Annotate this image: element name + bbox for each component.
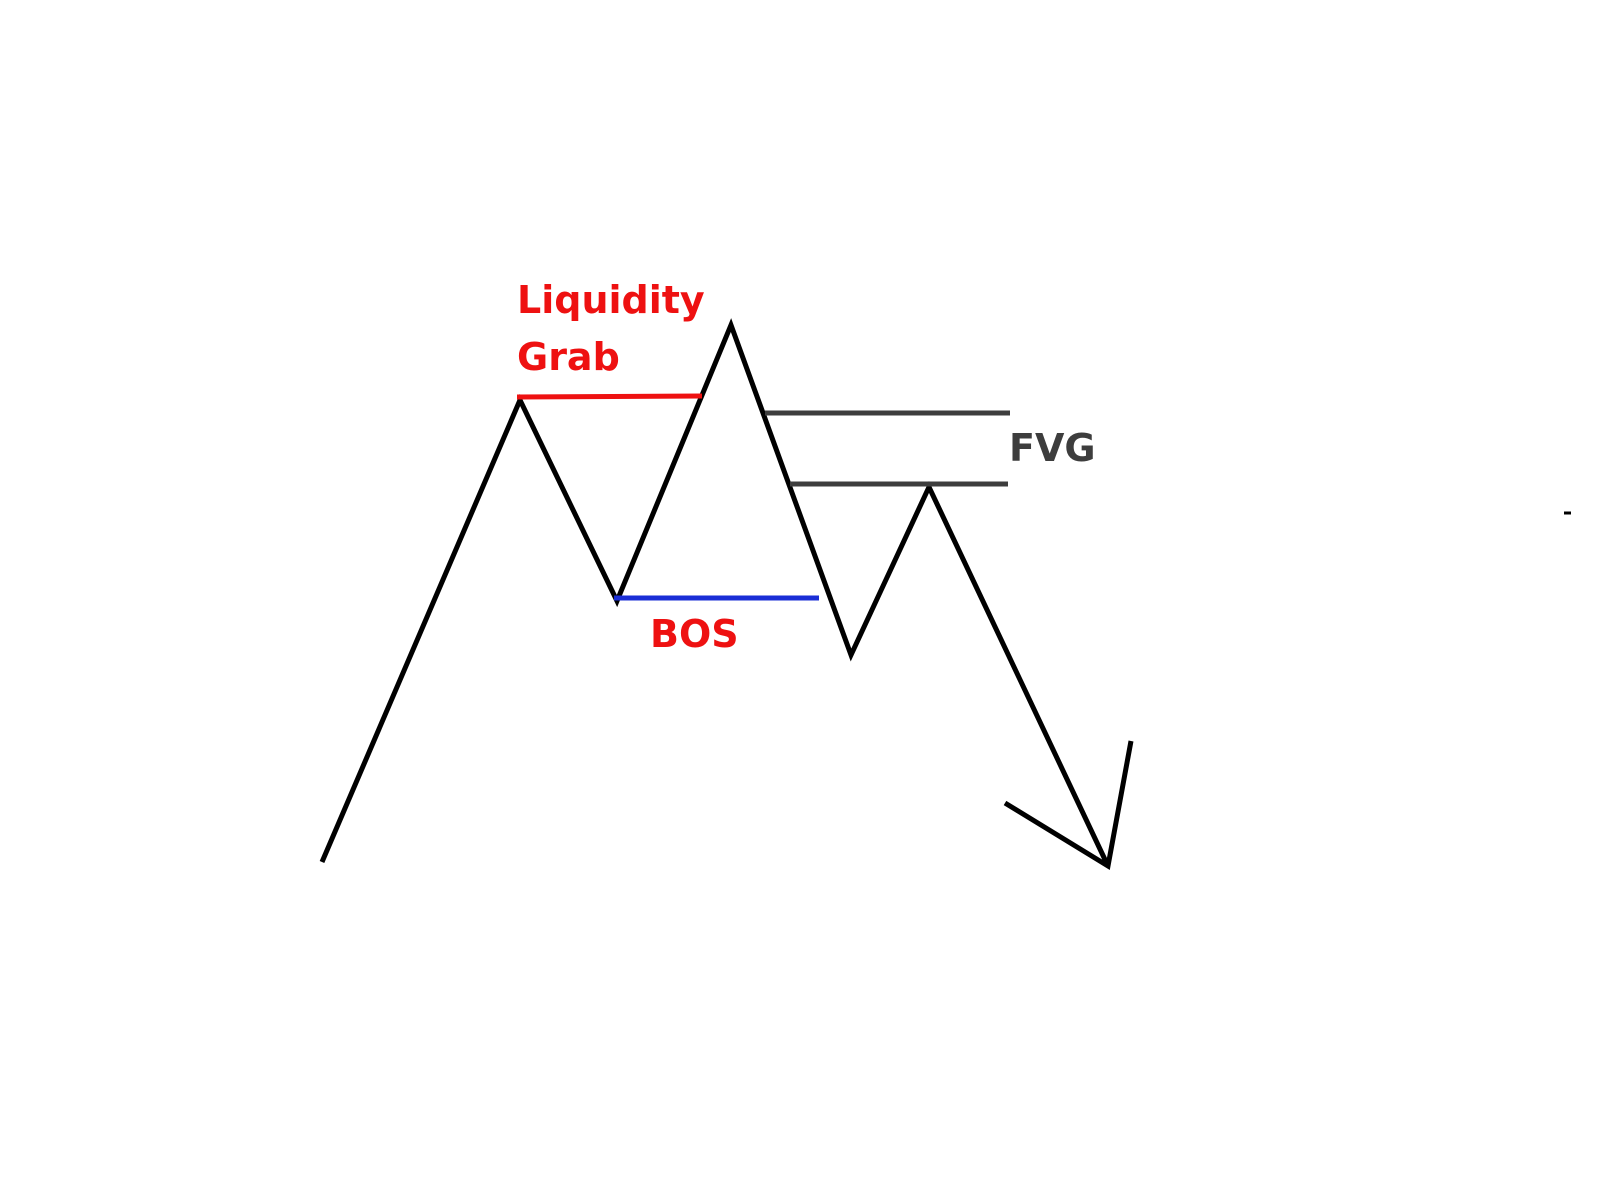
liquidity-grab-line (516, 393, 703, 400)
arrow-head (1003, 740, 1134, 871)
fvg-label: FVG (1009, 426, 1096, 470)
bos-label: BOS (650, 612, 739, 656)
liquidity-grab-label-line1: Liquidity (517, 278, 705, 322)
price-path (319, 318, 1111, 868)
liquidity-grab-label-line2: Grab (517, 335, 620, 379)
